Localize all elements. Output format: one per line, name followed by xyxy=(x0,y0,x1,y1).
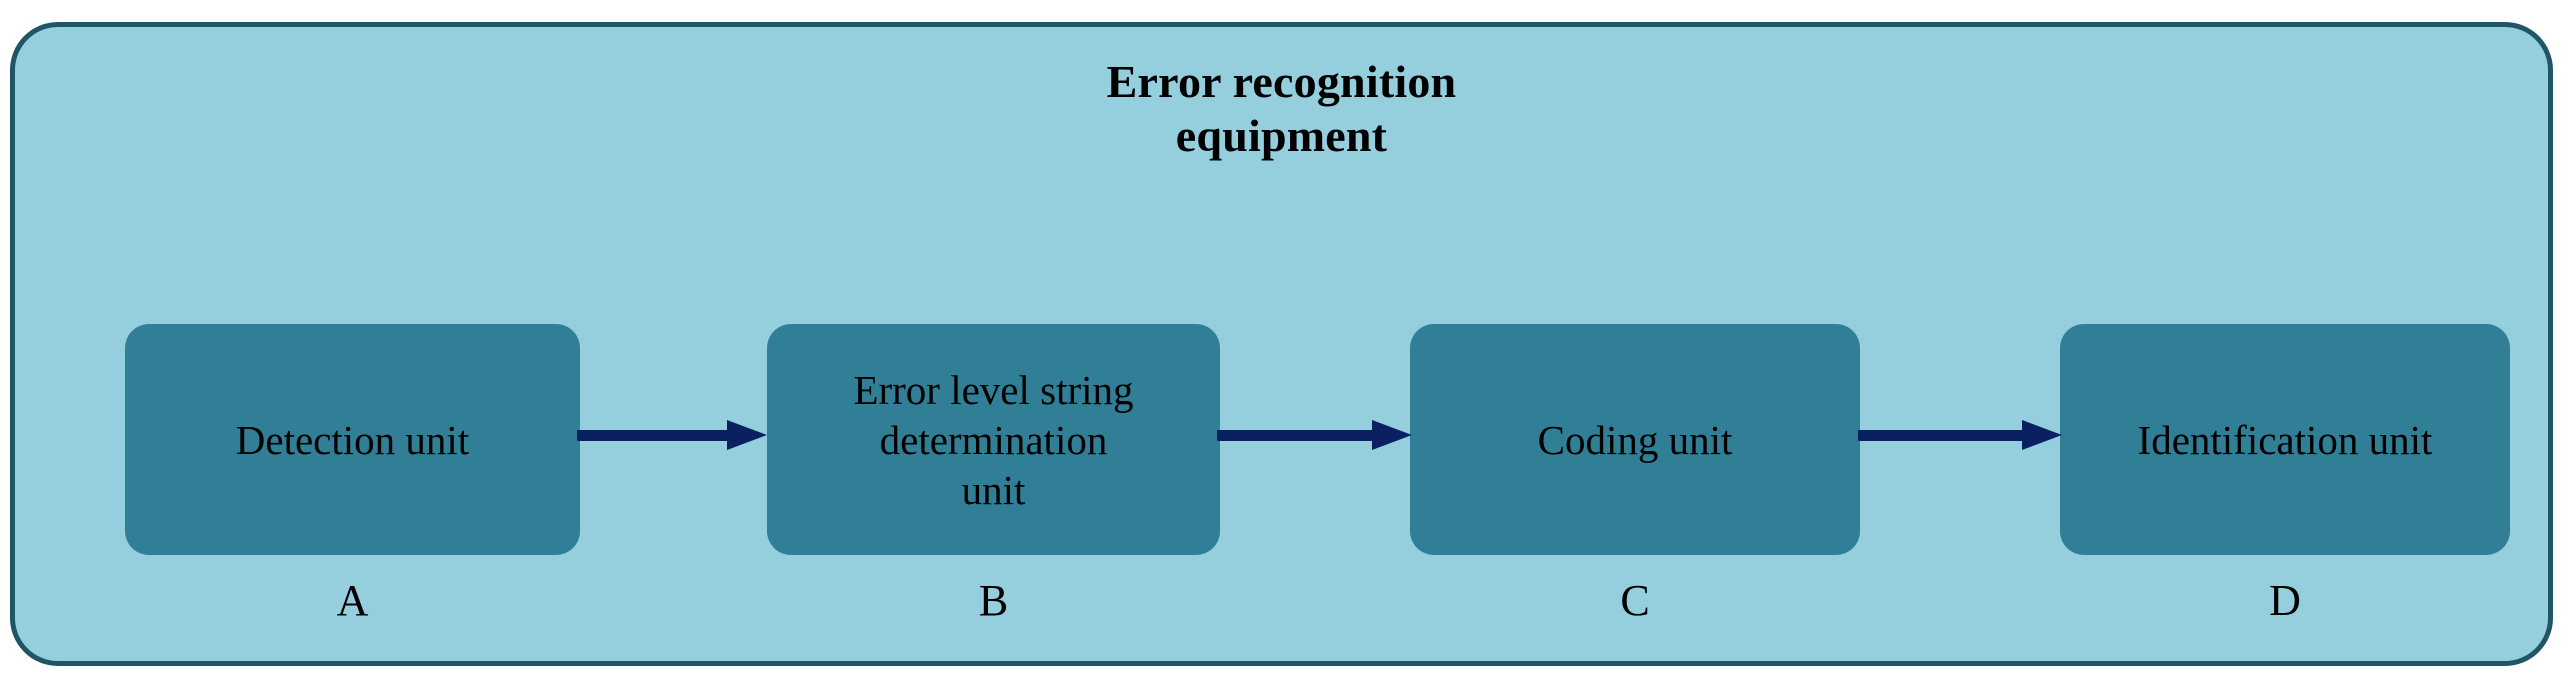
diagram-title: Error recognition equipment xyxy=(15,55,2548,163)
stage-box-label: Identification unit xyxy=(2137,416,2433,463)
arrow-right-icon-b-to-c xyxy=(1217,420,1412,450)
stage-box-detection-unit[interactable]: Detection unit xyxy=(125,324,580,555)
diagram-title-line-1: Error recognition xyxy=(1106,56,1457,107)
arrow-shaft xyxy=(577,430,729,441)
stage-box-error-level-string-determination-unit[interactable]: Error level string determination unit xyxy=(767,324,1220,555)
arrow-head xyxy=(727,420,767,450)
arrow-head xyxy=(2022,420,2062,450)
arrow-shaft xyxy=(1217,430,1373,441)
error-recognition-equipment-container: Error recognition equipment Detection un… xyxy=(10,22,2553,666)
stage-box-label-line-2: determination xyxy=(879,416,1108,463)
arrow-right-icon-c-to-d xyxy=(1858,420,2062,450)
arrow-right-icon-a-to-b xyxy=(577,420,767,450)
arrow-head xyxy=(1372,420,1412,450)
stage-box-identification-unit[interactable]: Identification unit xyxy=(2060,324,2510,555)
stage-box-label-line-3: unit xyxy=(961,466,1026,513)
diagram-title-line-2: equipment xyxy=(1175,110,1388,161)
stage-box-label: Error level string determination unit xyxy=(853,365,1133,515)
stage-box-label: Detection unit xyxy=(235,416,470,463)
stage-box-label: Coding unit xyxy=(1537,416,1733,463)
stage-caption-b: B xyxy=(978,576,1009,625)
arrow-shaft xyxy=(1858,430,2023,441)
stage-caption-d: D xyxy=(2269,576,2301,625)
stage-box-label-line-1: Error level string xyxy=(853,366,1134,413)
stage-caption-c: C xyxy=(1620,576,1650,625)
stage-box-coding-unit[interactable]: Coding unit xyxy=(1410,324,1860,555)
stage-caption-a: A xyxy=(336,576,369,625)
